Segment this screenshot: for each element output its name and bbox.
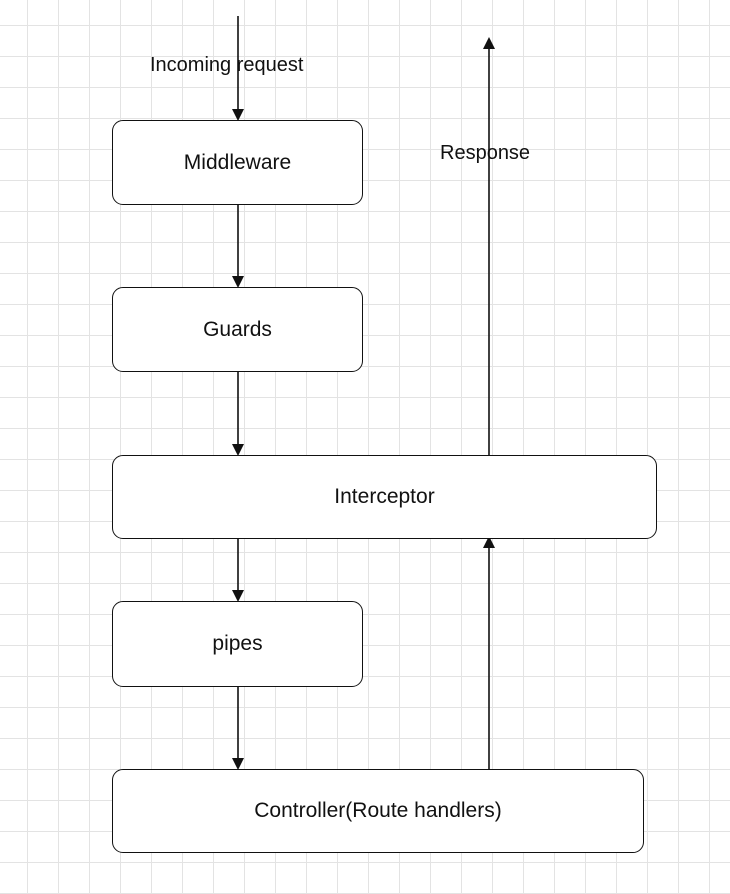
guards-node-label: Guards: [203, 317, 272, 341]
incoming-request-label: Incoming request: [150, 54, 304, 76]
guards-node: Guards: [112, 287, 363, 372]
controller-node: Controller(Route handlers): [112, 769, 644, 853]
pipes-node: pipes: [112, 601, 363, 687]
interceptor-node: Interceptor: [112, 455, 657, 539]
pipes-node-label: pipes: [212, 632, 263, 655]
middleware-node: Middleware: [112, 120, 363, 205]
controller-node-label: Controller(Route handlers): [254, 799, 502, 822]
interceptor-node-label: Interceptor: [334, 485, 435, 508]
response-label: Response: [440, 142, 531, 164]
middleware-node-label: Middleware: [183, 150, 292, 174]
